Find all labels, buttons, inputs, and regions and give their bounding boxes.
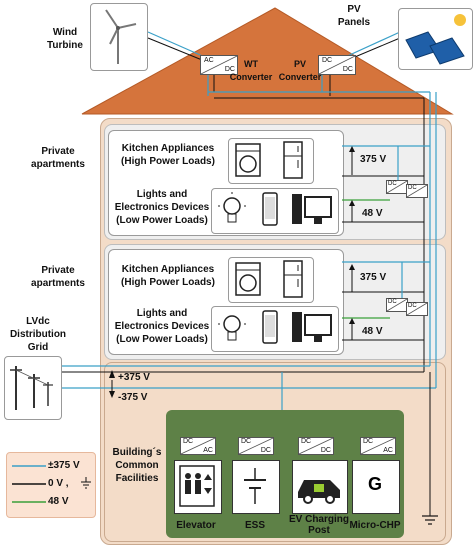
private-apartments-label-1: Private apartments xyxy=(31,146,85,170)
chp-converter: DC AC xyxy=(360,437,396,455)
ev-car-icon xyxy=(298,480,340,504)
ev-converter: DC DC xyxy=(298,437,334,455)
micro-chp-box xyxy=(352,460,400,514)
pv-converter-dc-label-1: DC xyxy=(322,57,333,64)
apt1-lights-label: Lights and Electronics Devices (Low Powe… xyxy=(114,189,210,226)
wind-turbine-icon xyxy=(105,9,137,64)
elevator-converter: DC AC xyxy=(180,437,216,455)
light-bulb-icon-2 xyxy=(218,315,246,341)
elevator-icon xyxy=(179,465,215,507)
bus-minus-label: -375 V xyxy=(118,392,148,403)
smartphone-icon xyxy=(262,192,278,226)
elevator-converter-dc: DC xyxy=(183,438,194,445)
wt-converter: AC DC xyxy=(200,55,238,75)
apt1-high-voltage-label: 375 V xyxy=(360,154,387,165)
generator-glyph: G xyxy=(367,474,382,494)
ev-converter-dc-2: DC xyxy=(320,447,331,454)
ess-label: ESS xyxy=(244,520,265,531)
legend-ground-label: 0 V , xyxy=(48,478,69,489)
ev-charging-label: EV Charging Post xyxy=(288,514,349,536)
apt2-dcdc-converter-1: DC xyxy=(386,298,408,312)
smartphone-icon-2 xyxy=(262,310,278,344)
wt-converter-dc-label: DC xyxy=(224,66,235,73)
wt-converter-label: WT Converter xyxy=(229,59,273,82)
ev-converter-dc-1: DC xyxy=(301,438,312,445)
wt-converter-ac-label: AC xyxy=(204,57,214,64)
legend-low-voltage-label: 48 V xyxy=(48,496,69,507)
washing-machine-icon-2 xyxy=(235,262,261,296)
bus-plus-label: +375 V xyxy=(118,372,150,383)
elevator-converter-ac: AC xyxy=(203,447,213,454)
elevator-label: Elevator xyxy=(176,520,216,531)
common-facilities-label: Building´s Common Facilities xyxy=(112,447,162,484)
apt2-high-voltage-label: 375 V xyxy=(360,272,387,283)
ess-converter: DC DC xyxy=(238,437,274,455)
chp-converter-ac: AC xyxy=(383,447,393,454)
apt1-dcdc-2-top: DC xyxy=(408,185,417,191)
apt2-kitchen-label: Kitchen Appliances (High Power Loads) xyxy=(121,264,215,288)
apt2-dcdc-1-top: DC xyxy=(388,299,397,305)
apt2-dcdc-2-top: DC xyxy=(408,303,417,309)
private-apartments-label-2: Private apartments xyxy=(31,265,85,289)
refrigerator-icon xyxy=(283,141,303,179)
pv-panels-label: PV Panels xyxy=(337,4,371,28)
pv-converter-dc-label-2: DC xyxy=(342,66,353,73)
desktop-computer-icon-2 xyxy=(292,312,332,342)
apt2-lights-label: Lights and Electronics Devices (Low Powe… xyxy=(114,308,210,345)
ground-icon xyxy=(81,477,91,489)
desktop-computer-icon xyxy=(292,194,332,224)
apt2-low-voltage-label: 48 V xyxy=(362,326,383,337)
refrigerator-icon-2 xyxy=(283,260,303,298)
apt1-dcdc-converter-1: DC xyxy=(386,180,408,194)
ess-converter-dc-1: DC xyxy=(241,438,252,445)
solar-panel-icon xyxy=(405,14,466,65)
power-pylon-icon xyxy=(10,366,53,410)
light-bulb-icon xyxy=(218,192,246,223)
apt1-kitchen-label: Kitchen Appliances (High Power Loads) xyxy=(121,143,215,167)
apt1-dcdc-converter-2: DC xyxy=(406,184,428,198)
legend-bus-label: ±375 V xyxy=(48,460,80,471)
legend-box xyxy=(6,452,96,518)
washing-machine-icon xyxy=(235,143,261,177)
apt1-dcdc-1-top: DC xyxy=(388,181,397,187)
micro-chp-label: Micro-CHP xyxy=(349,520,401,531)
pv-converter: DC DC xyxy=(318,55,356,75)
wind-turbine-label: Wind Turbine xyxy=(47,27,83,51)
ess-converter-dc-2: DC xyxy=(260,447,271,454)
battery-icon xyxy=(244,468,266,504)
lvdc-grid-label: LVdc Distribution Grid xyxy=(9,316,67,353)
apt1-low-voltage-label: 48 V xyxy=(362,208,383,219)
chp-converter-dc: DC xyxy=(363,438,374,445)
apt2-dcdc-converter-2: DC xyxy=(406,302,428,316)
legend-swatches xyxy=(12,465,46,503)
pv-converter-label: PV Converter xyxy=(278,59,322,82)
